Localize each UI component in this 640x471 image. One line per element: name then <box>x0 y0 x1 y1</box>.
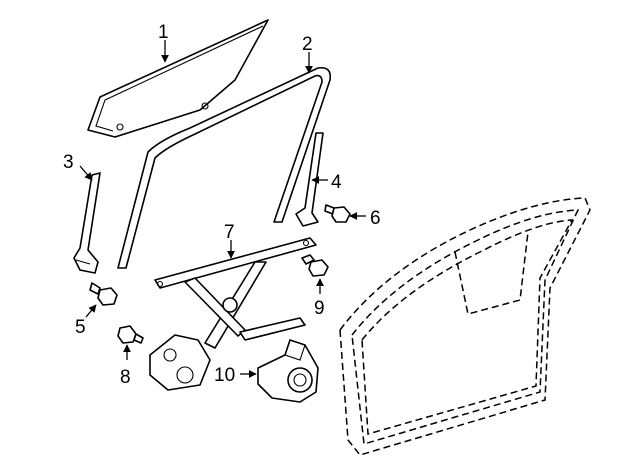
callout-8: 8 <box>120 367 131 388</box>
window-motor-part[interactable] <box>257 339 319 403</box>
window-regulator-part[interactable] <box>149 237 317 391</box>
door-glass-part[interactable] <box>87 19 269 138</box>
glass-run-channel-part[interactable] <box>117 66 332 269</box>
bolt-part-5[interactable] <box>89 282 118 306</box>
leader-3 <box>79 165 93 181</box>
front-door-outline <box>339 197 591 456</box>
bolt-part-9[interactable] <box>301 254 329 277</box>
callout-5: 5 <box>75 317 86 338</box>
front-division-bar-part[interactable] <box>73 172 101 274</box>
callout-3: 3 <box>63 152 74 173</box>
callout-2: 2 <box>302 34 313 55</box>
rear-division-bar-part[interactable] <box>295 132 324 227</box>
callout-7: 7 <box>224 222 235 243</box>
callout-6: 6 <box>370 208 381 229</box>
bolt-part-6[interactable] <box>324 204 351 223</box>
callout-4: 4 <box>331 172 342 193</box>
callout-leaders <box>79 40 366 378</box>
callout-labels: 1 2 3 4 5 6 7 8 9 10 <box>63 22 381 388</box>
callout-9: 9 <box>314 298 325 319</box>
callout-10: 10 <box>214 365 235 386</box>
leader-5 <box>85 304 97 318</box>
bolt-part-8[interactable] <box>117 325 144 344</box>
callout-1: 1 <box>158 22 169 43</box>
